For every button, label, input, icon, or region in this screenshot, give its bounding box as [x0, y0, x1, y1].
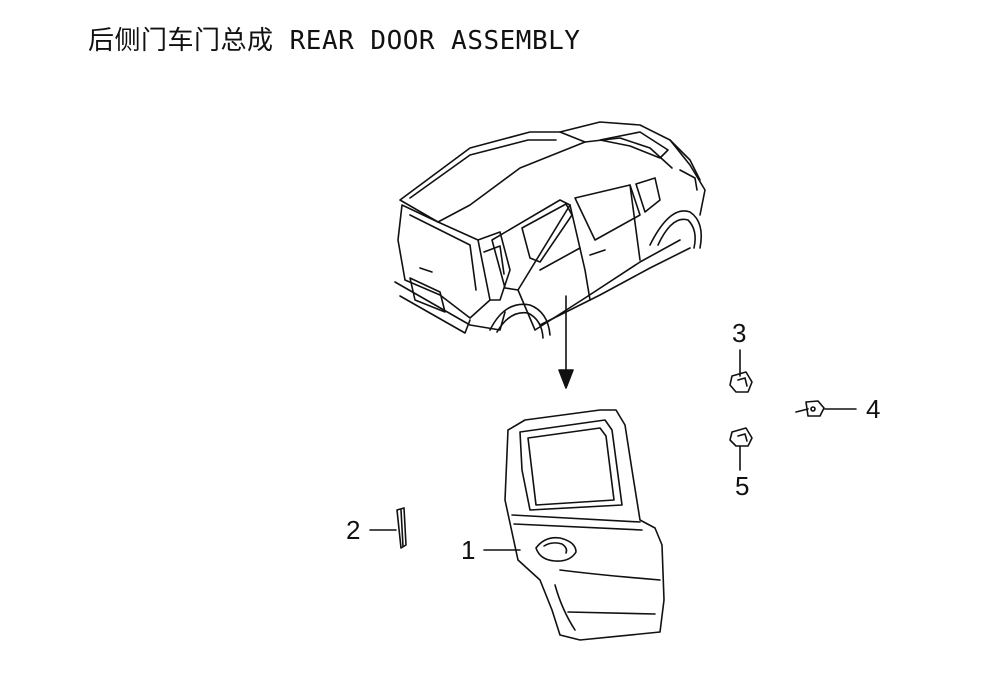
callout-5: 5 [735, 471, 749, 501]
callout-3: 3 [732, 318, 746, 348]
page-title: 后侧门车门总成 REAR DOOR ASSEMBLY [88, 26, 581, 56]
callout-4: 4 [866, 394, 880, 424]
arrowhead-icon [558, 369, 574, 389]
vehicle-body-illustration [394, 121, 706, 339]
door-check-strap [795, 400, 825, 417]
rear-door-panel [504, 409, 665, 641]
callout-1: 1 [461, 535, 475, 565]
lower-hinge [729, 427, 753, 447]
callout-2: 2 [346, 515, 360, 545]
upper-hinge [729, 371, 753, 393]
door-weatherstrip [396, 507, 407, 549]
